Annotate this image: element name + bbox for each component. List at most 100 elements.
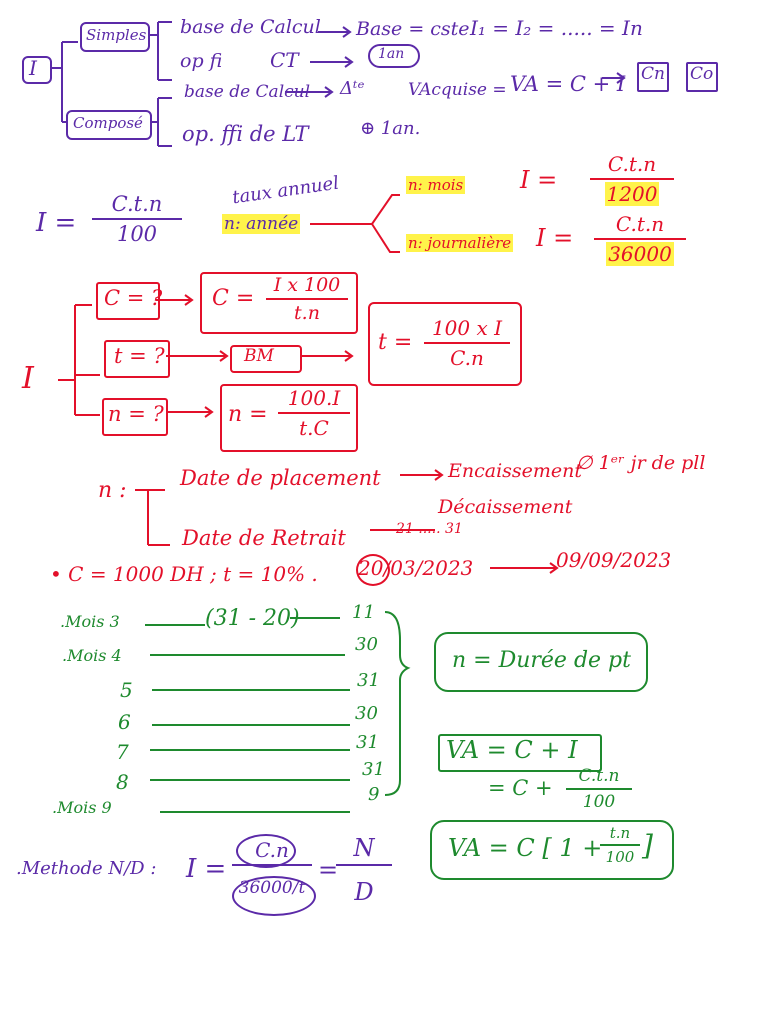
day-range-note: 21 ..... 31: [396, 521, 463, 537]
month-row-days: 31: [362, 759, 385, 780]
va-expanded-den: 100: [582, 792, 616, 812]
va-expanded-prefix: = C +: [488, 776, 553, 800]
va-final-suffix: ]: [642, 829, 653, 862]
simples-label: Simples: [86, 26, 147, 44]
simples-op-result: CT: [270, 48, 299, 72]
t-formula-fraction: 100 x I C.n: [424, 316, 510, 370]
date-start: 20/03/2023: [358, 556, 474, 580]
jour-formula-lhs: I =: [536, 224, 574, 252]
compose-base: base de Calcul: [184, 82, 311, 102]
simples-op: op fi: [180, 50, 223, 72]
month-row-label: .Mois 9: [52, 798, 112, 817]
mois-formula-fraction: C.t.n 1200: [590, 152, 674, 206]
jour-formula-den: 36000: [606, 242, 674, 266]
c-formula-box: [200, 272, 358, 334]
compose-base-va: VAcquise =: [408, 80, 507, 100]
va-expanded-num: C.t.n: [566, 766, 632, 790]
co-box: [686, 62, 718, 92]
c-formula-fraction: I x 100 t.n: [266, 274, 348, 324]
va-final-fraction: t.n 100: [600, 824, 640, 866]
compose-base-result: Δᵗᵉ: [340, 78, 365, 99]
methode-nd-nd-fraction: N D: [336, 834, 392, 906]
methode-nd-eq: =: [318, 856, 339, 884]
methode-nd-lhs: I =: [186, 854, 227, 884]
methode-nd-fraction: C.n 36000/t: [232, 838, 312, 898]
c-question: C = ?: [104, 286, 163, 310]
base-formula-num: C.t.n: [92, 192, 182, 220]
va-box: [438, 734, 602, 772]
methode-nd-den: 36000/t: [238, 878, 306, 898]
va-final-prefix: VA = C [ 1 +: [448, 834, 603, 862]
methode-nd-label: .Methode N/D :: [16, 858, 157, 879]
month-row-label: .Mois 3: [60, 612, 120, 631]
month-row-days: 11: [352, 602, 375, 623]
va-formula: VA = C + I: [446, 736, 578, 764]
base-formula-fraction: C.t.n 100: [92, 192, 182, 246]
compose-op: op. ffi de LT: [182, 122, 309, 146]
mois-formula-lhs: I =: [520, 166, 558, 194]
compose-label: Composé: [73, 114, 143, 132]
date-placement: Date de placement: [180, 466, 381, 490]
one-year-oval: [368, 44, 420, 68]
n-mois: n: mois: [406, 176, 466, 194]
encaissement: Encaissement: [448, 460, 583, 482]
n-annee: n: année: [222, 214, 301, 234]
mois-formula-den: 1200: [604, 182, 660, 206]
duree-box: [434, 632, 648, 692]
base-formula-lhs: I =: [36, 208, 77, 238]
jour-formula-fraction: C.t.n 36000: [594, 212, 686, 266]
n-journaliere: n: journalière: [406, 234, 514, 252]
n-formula-num: 100.I: [278, 386, 350, 414]
compose-op-duration: ⊕ 1an.: [360, 118, 421, 139]
simples-box: [80, 22, 150, 52]
bm-box: [230, 345, 302, 373]
base-formula-den: 100: [116, 222, 158, 246]
root-i-box: [22, 56, 52, 84]
va-final-den: 100: [605, 848, 635, 866]
c-formula-num: I x 100: [266, 274, 348, 300]
month-row-days: 31: [356, 732, 379, 753]
n-formula-fraction: 100.I t.C: [278, 386, 350, 440]
methode-nd-num: C.n: [232, 838, 312, 866]
simples-op-duration: 1an: [378, 46, 405, 62]
month-row-days: 30: [355, 634, 378, 655]
month-row-label: 5: [120, 678, 133, 702]
date-end: 09/09/2023: [556, 548, 672, 572]
va-final-num: t.n: [600, 824, 640, 846]
t-formula-box: [368, 302, 522, 386]
denominator-oval: [232, 876, 316, 916]
jour-formula-num: C.t.n: [594, 212, 686, 240]
compose-co: Co: [690, 64, 714, 84]
bm-label: BM: [244, 346, 274, 366]
date-retrait: Date de Retrait: [182, 526, 346, 550]
t-formula-lhs: t =: [378, 330, 413, 355]
month-row-days: 31: [357, 670, 380, 691]
compose-cn: Cn: [641, 64, 665, 84]
month-row-label: 6: [118, 710, 131, 734]
t-formula-num: 100 x I: [424, 316, 510, 344]
month-row-label: 7: [116, 740, 129, 764]
n-formula-lhs: n =: [228, 402, 268, 427]
n-formula-den: t.C: [299, 416, 329, 440]
month-row-detail: (31 - 20): [205, 606, 300, 631]
root-i-label: I: [29, 56, 37, 80]
c-formula-den: t.n: [294, 302, 320, 324]
va-final-box: [430, 820, 674, 880]
simples-base-formula: I₁ = I₂ = ..... = In: [470, 16, 643, 40]
n-formula-box: [220, 384, 358, 452]
c-formula-lhs: C =: [212, 286, 255, 311]
mois-formula-num: C.t.n: [590, 152, 674, 180]
n-question: n = ?: [108, 402, 164, 426]
compose-base-formula: VA = C + I: [510, 72, 626, 96]
methode-nd-d: D: [354, 878, 374, 906]
duree-label: n = Durée de pt: [452, 648, 631, 673]
month-row-days: 9: [368, 784, 380, 805]
n-dates-label: n :: [98, 478, 127, 503]
simples-base-result: Base = cste: [356, 18, 470, 40]
c-question-box: [96, 282, 160, 320]
decaissement: Décaissement: [438, 496, 573, 518]
t-question-box: [104, 340, 170, 378]
encaissement-note: ∅ 1ᵉʳ jr de pll: [576, 452, 706, 474]
section3-root-i: I: [22, 361, 34, 396]
